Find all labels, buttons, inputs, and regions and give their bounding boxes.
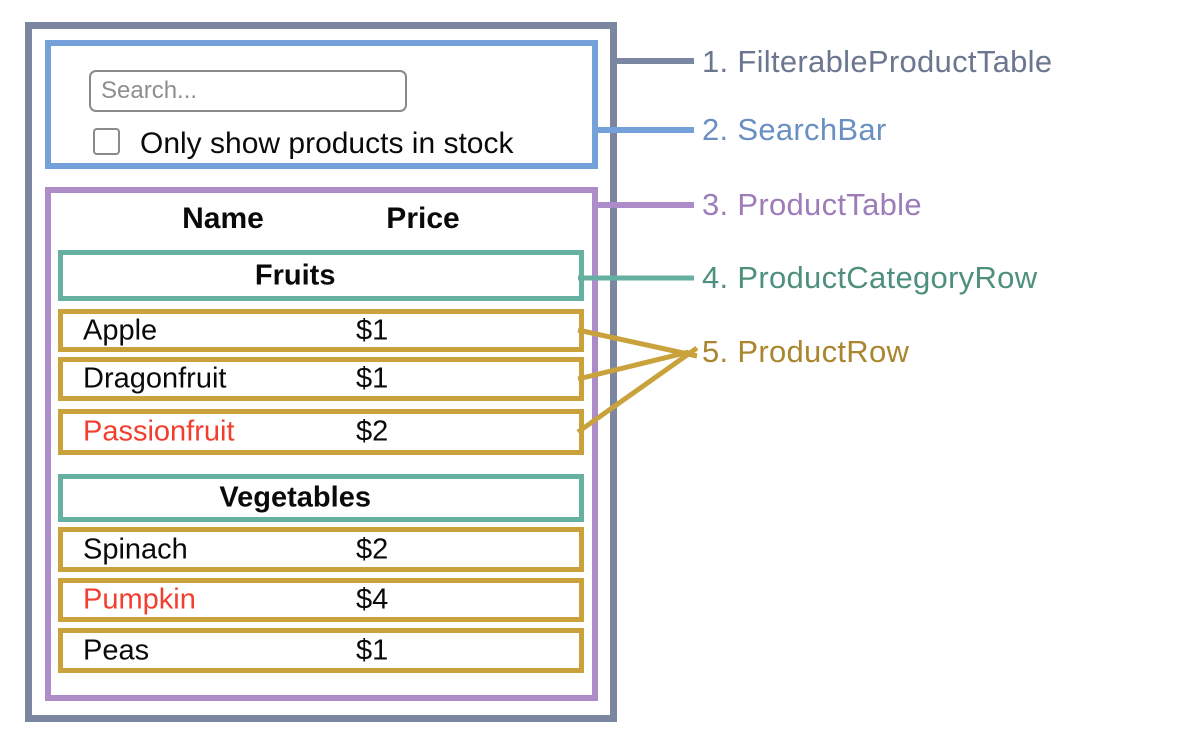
product-price: $2 xyxy=(356,533,389,565)
product-name: Peas xyxy=(83,634,150,666)
product-price: $1 xyxy=(356,362,389,395)
product-row-apple: Apple $1 xyxy=(58,309,584,352)
search-input[interactable] xyxy=(89,70,407,112)
product-price: $1 xyxy=(356,314,389,346)
product-name-out-of-stock: Passionfruit xyxy=(83,415,235,448)
product-row-spinach: Spinach $2 xyxy=(58,527,584,572)
product-row-dragonfruit: Dragonfruit $1 xyxy=(58,357,584,401)
column-header-price: Price xyxy=(386,202,460,235)
product-price: $2 xyxy=(356,415,389,448)
product-name-out-of-stock: Pumpkin xyxy=(83,583,196,616)
product-name: Apple xyxy=(83,314,158,346)
product-row-pumpkin: Pumpkin $4 xyxy=(58,578,584,622)
category-label: Vegetables xyxy=(219,481,371,514)
legend-search-bar: 2. SearchBar xyxy=(702,112,887,147)
legend-filterable-product-table: 1. FilterableProductTable xyxy=(702,44,1053,79)
legend-product-row: 5. ProductRow xyxy=(702,334,910,369)
product-row-peas: Peas $1 xyxy=(58,628,584,673)
in-stock-checkbox-label: Only show products in stock xyxy=(140,127,514,160)
category-row-vegetables: Vegetables xyxy=(58,474,584,522)
product-name: Spinach xyxy=(83,533,188,565)
product-name: Dragonfruit xyxy=(83,362,227,395)
legend-product-table: 3. ProductTable xyxy=(702,187,922,222)
column-header-name: Name xyxy=(182,202,264,235)
in-stock-checkbox[interactable] xyxy=(93,128,120,155)
category-row-fruits: Fruits xyxy=(58,250,584,301)
product-price: $1 xyxy=(356,634,389,666)
category-label: Fruits xyxy=(254,259,336,291)
product-price: $4 xyxy=(356,583,389,616)
legend-product-category-row: 4. ProductCategoryRow xyxy=(702,260,1038,295)
product-row-passionfruit: Passionfruit $2 xyxy=(58,409,584,455)
